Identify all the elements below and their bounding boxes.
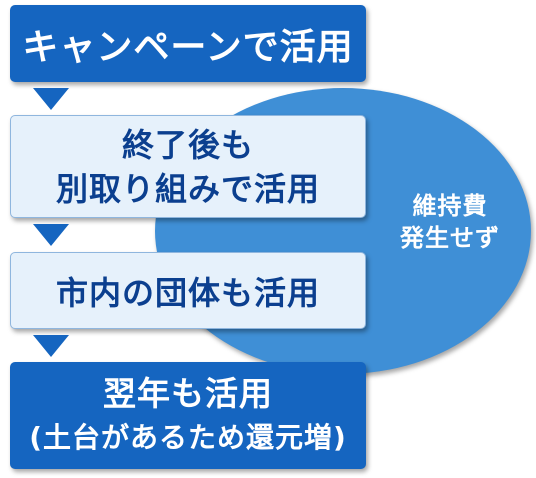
step-3-box: 市内の団体も活用 — [10, 252, 366, 329]
ellipse-label-line-2: 発生せず — [400, 224, 500, 252]
down-arrow-icon — [33, 88, 69, 110]
step-3-label: 市内の団体も活用 — [55, 273, 320, 312]
step-4-box: 翌年も活用 (土台があるため還元増) — [10, 362, 366, 469]
ellipse-label: 維持費 発生せず — [378, 190, 522, 254]
step-4-label-line-2: (土台があるため還元増) — [29, 420, 347, 454]
step-4-label-line-1: 翌年も活用 — [103, 373, 273, 413]
step-1-label: キャンペーンで活用 — [22, 26, 354, 68]
step-1-box: キャンペーンで活用 — [10, 5, 366, 82]
step-2-label-line-1: 終了後も — [121, 125, 254, 164]
step-2-label-line-2: 別取り組みで活用 — [55, 169, 320, 208]
step-2-box: 終了後も 別取り組みで活用 — [10, 115, 366, 218]
down-arrow-icon — [33, 224, 69, 246]
down-arrow-icon — [33, 335, 69, 357]
ellipse-label-line-1: 維持費 — [412, 192, 488, 220]
